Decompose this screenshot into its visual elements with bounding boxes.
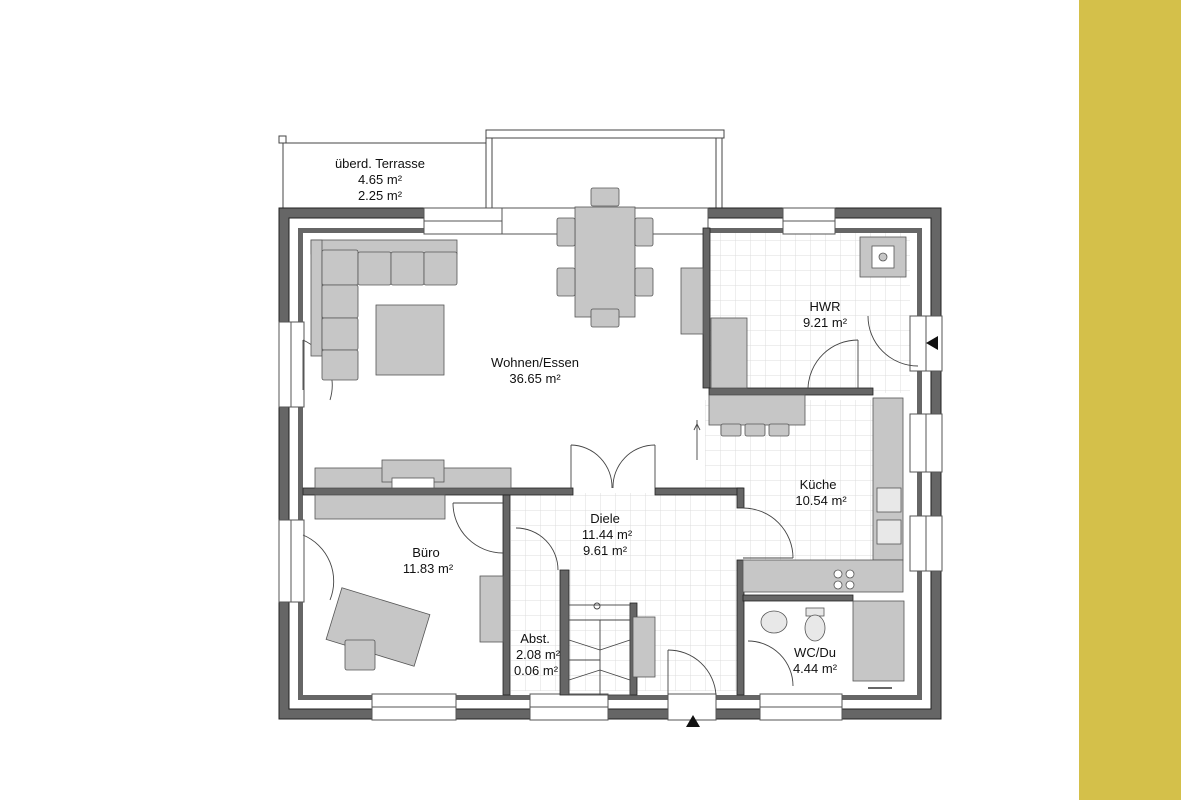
shower (852, 600, 905, 682)
kitchen-island (708, 394, 806, 426)
hwr-area: 9.21 m² (803, 315, 848, 330)
terrace-area1: 4.65 m² (358, 172, 403, 187)
furniture (310, 187, 907, 682)
dining-table (574, 206, 636, 318)
storage-area1: 2.08 m² (516, 647, 561, 662)
kitchen-area: 10.54 m² (795, 493, 847, 508)
hall-cabinet (632, 616, 656, 678)
terrace-area2: 2.25 m² (358, 188, 403, 203)
terrace-outline (278, 129, 725, 208)
kitchen-name: Küche (800, 477, 837, 492)
storage-name: Abst. (520, 631, 550, 646)
window-glazing (290, 220, 927, 708)
hall-name: Diele (590, 511, 620, 526)
wc-area: 4.44 m² (793, 661, 838, 676)
toilet (804, 614, 826, 642)
kitchen-counter-bottom (742, 559, 904, 593)
hwr-name: HWR (809, 299, 840, 314)
wc-name: WC/Du (794, 645, 836, 660)
coffee-table (375, 304, 445, 376)
room-labels: überd. Terrasse 4.65 m² 2.25 m² Wohnen/E… (335, 156, 848, 678)
hall-area1: 11.44 m² (582, 527, 633, 542)
terrace-name: überd. Terrasse (335, 156, 425, 171)
sideboard (680, 267, 704, 335)
storage-area2: 0.06 m² (514, 663, 559, 678)
desk-chair (344, 639, 376, 671)
triangle-left-icon (926, 336, 938, 350)
living-name: Wohnen/Essen (491, 355, 579, 370)
office-area: 11.83 m² (403, 561, 454, 576)
wash-basin (760, 610, 788, 634)
office-cabinet (479, 575, 504, 643)
accent-strip (1079, 0, 1181, 800)
office-shelf (314, 494, 446, 520)
triangle-up-icon (686, 715, 700, 727)
hwr-cabinet (710, 317, 748, 389)
office-name: Büro (412, 545, 439, 560)
hall-area2: 9.61 m² (583, 543, 628, 558)
staircase (568, 602, 631, 696)
living-area: 36.65 m² (509, 371, 561, 386)
